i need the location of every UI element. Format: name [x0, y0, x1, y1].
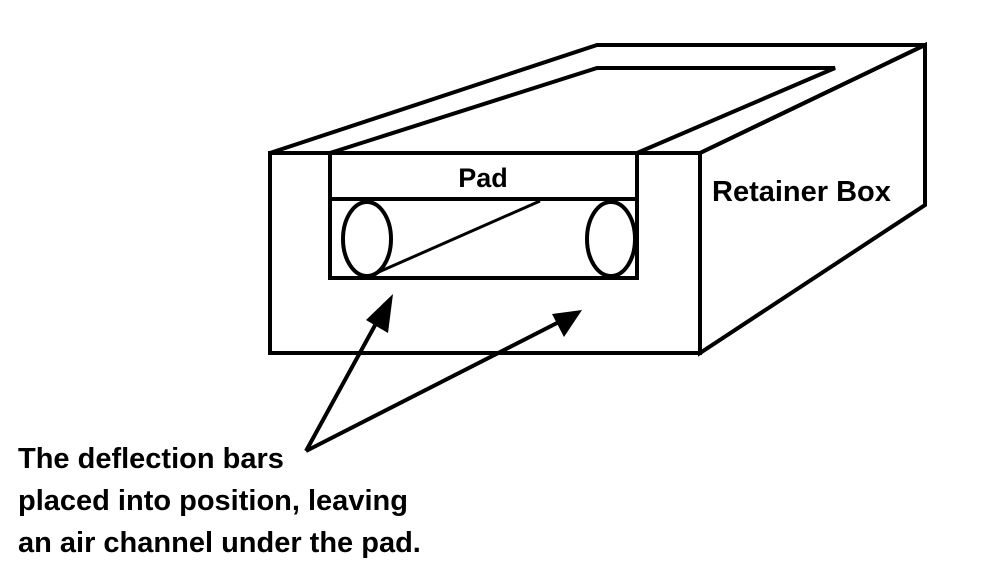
arrow-right-shaft — [305, 321, 558, 453]
air-channel — [328, 197, 639, 280]
box-recess — [328, 66, 836, 278]
diagram-caption: The deflection bars placed into position… — [18, 438, 421, 564]
box-side-face — [698, 41, 927, 357]
deflection-bar-right — [585, 200, 637, 278]
retainer-box-label: Retainer Box — [712, 176, 891, 208]
recess-top-opening — [329, 66, 836, 155]
box-top-face — [269, 43, 926, 155]
caption-line-3: an air channel under the pad. — [18, 527, 421, 559]
deflection-bar-edge — [371, 199, 541, 277]
deflection-bar-left — [341, 200, 393, 278]
arrow-left-shaft — [304, 317, 381, 452]
caption-line-1: The deflection bars — [18, 443, 284, 475]
caption-line-2: placed into position, leaving — [18, 485, 408, 517]
pad-label: Pad — [458, 163, 508, 193]
pad: Pad — [328, 151, 639, 201]
pointer-arrows — [304, 294, 582, 453]
arrow-right-head — [552, 310, 582, 337]
air-channel-rect — [328, 197, 639, 280]
arrow-left-head — [366, 294, 393, 333]
